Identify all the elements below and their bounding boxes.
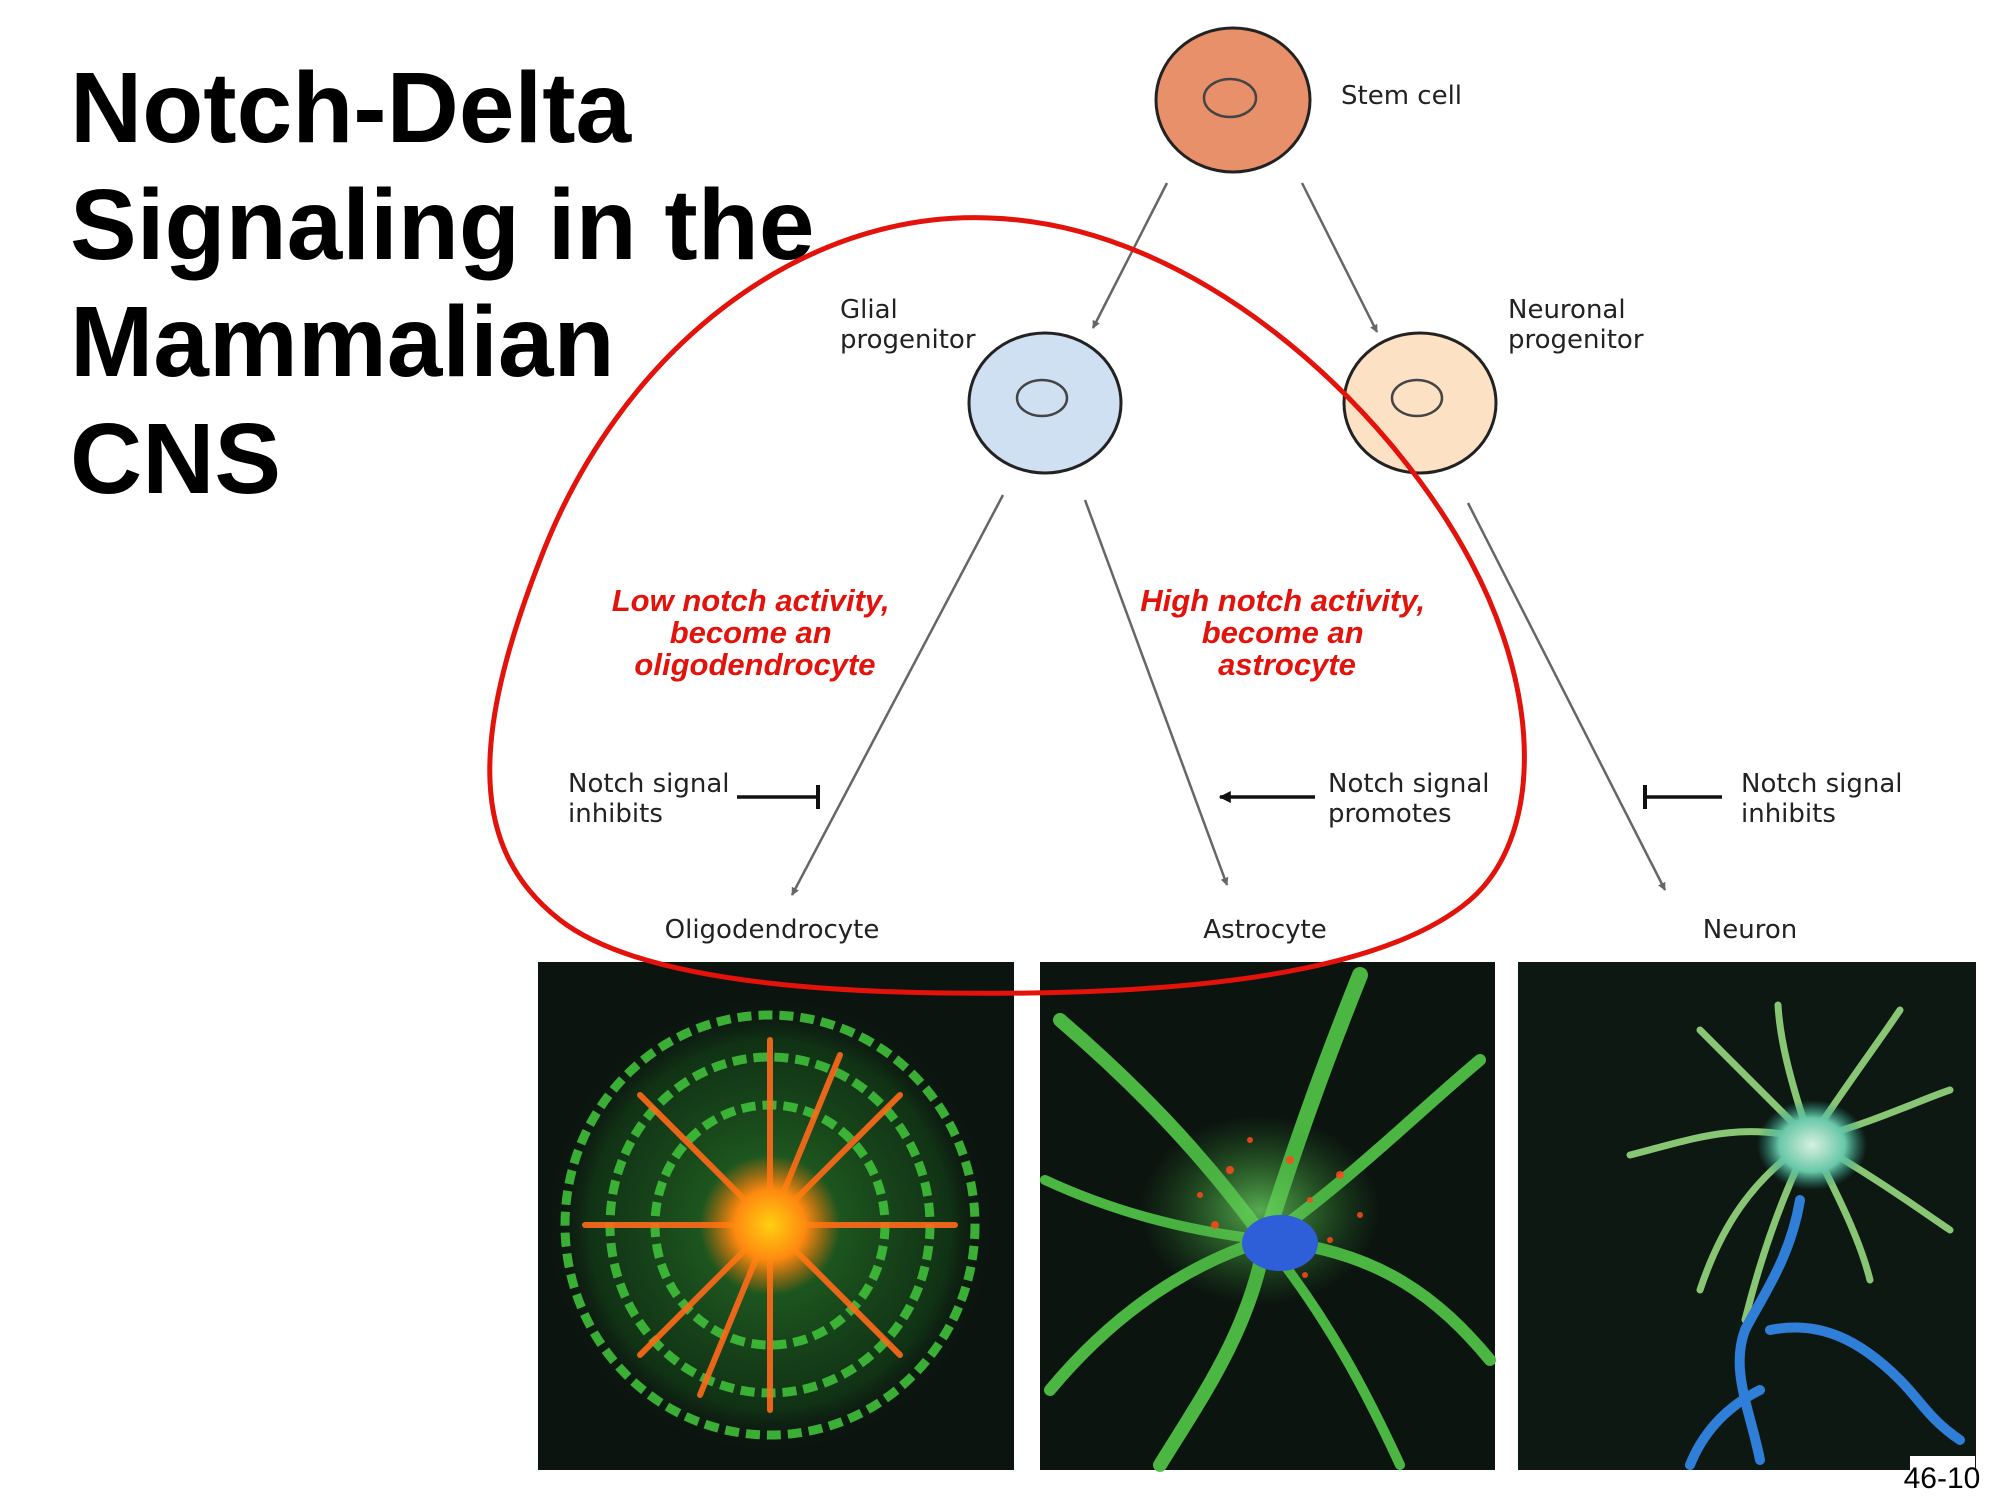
notch-signal-neuron-label: Notch signal inhibits [1741, 769, 1911, 829]
neuronal-cell-nucleus [1390, 378, 1444, 418]
slide-number: 46-10 [1904, 1462, 1981, 1495]
glial-cell-nucleus [1015, 378, 1069, 418]
title-line-4: CNS [70, 403, 282, 515]
highlight-outline [487, 215, 1527, 996]
arrow-neuronal-to-neuron [1466, 502, 1667, 891]
notch-signal-astrocyte-label: Notch signal promotes [1328, 769, 1498, 829]
astrocyte-micrograph [1040, 962, 1496, 1472]
stem-cell-label: Stem cell [1341, 81, 1462, 111]
glial-progenitor-label: Glial progenitor [840, 295, 976, 355]
stem-cell [1154, 26, 1312, 174]
slide-number-box [1910, 1456, 1975, 1494]
inhibit-marker-neuron [1643, 785, 1722, 809]
arrow-glial-to-astrocyte [1083, 499, 1229, 886]
title-line-2: Signaling in the [70, 169, 815, 281]
stem-cell-body [1154, 26, 1312, 174]
arrow-stem-to-neuronal [1300, 182, 1379, 333]
low-notch-annotation: Low notch activity, become an oligodendr… [612, 583, 899, 682]
title-line-3: Mammalian [70, 286, 615, 398]
slide-title: Notch-Delta Signaling in the Mammalian C… [70, 50, 830, 518]
neuronal-cell-body [1342, 331, 1498, 475]
neuron-label: Neuron [1703, 915, 1797, 945]
neuronal-progenitor-label: Neuronal progenitor [1508, 295, 1644, 355]
neuron-micrograph [1518, 962, 1976, 1470]
stem-cell-nucleus [1202, 77, 1258, 119]
arrow-stem-to-glial [1091, 182, 1169, 329]
neuronal-progenitor-cell [1342, 331, 1498, 475]
title-line-1: Notch-Delta [70, 52, 632, 164]
high-notch-annotation: High notch activity, become an astrocyte [1140, 583, 1433, 682]
oligodendrocyte-micrograph [538, 962, 1014, 1470]
astrocyte-label: Astrocyte [1203, 915, 1326, 945]
glial-cell-body [967, 331, 1123, 475]
notch-signal-oligodendrocyte-label: Notch signal inhibits [568, 769, 738, 829]
arrow-glial-to-oligodendrocyte [790, 494, 1005, 896]
inhibit-marker-oligodendrocyte [737, 785, 820, 809]
oligodendrocyte-label: Oligodendrocyte [665, 915, 880, 945]
glial-progenitor-cell [967, 331, 1123, 475]
